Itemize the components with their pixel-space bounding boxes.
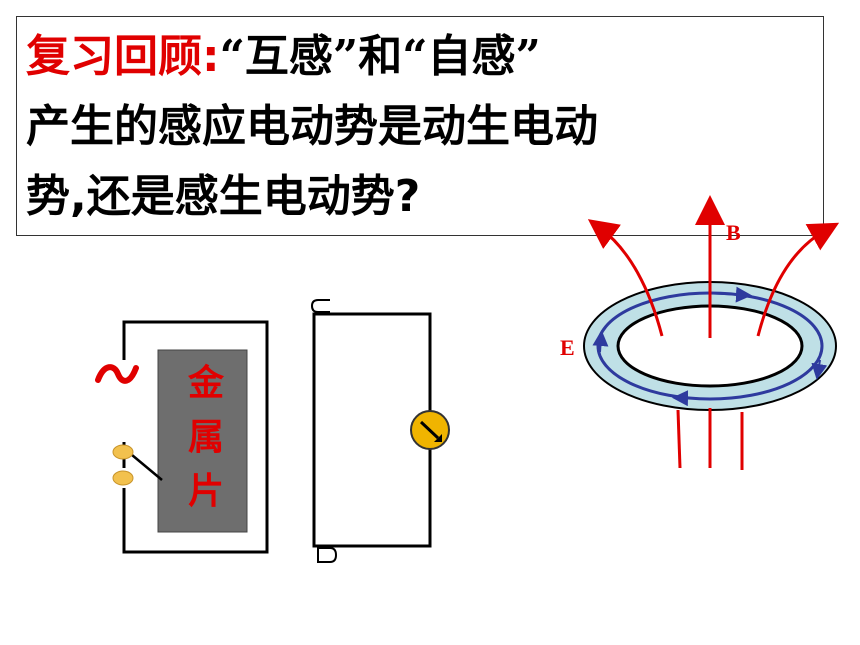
ac-source-icon — [95, 364, 139, 384]
contact-dot-icon — [112, 444, 134, 460]
metal-plate-label-1: 金 — [187, 363, 224, 404]
galvanometer-icon — [410, 410, 450, 450]
b-label: B — [726, 220, 741, 245]
primary-circuit — [95, 320, 269, 554]
metal-plate — [157, 349, 248, 533]
b-field-lines — [587, 195, 840, 470]
ring-assembly — [583, 195, 840, 470]
title-box — [16, 16, 824, 236]
secondary-circuit — [310, 299, 450, 563]
contact-dot-icon — [112, 470, 134, 486]
title-quote: “互感”和“自感” — [219, 31, 541, 82]
title-line2: 产生的感应电动势是动生电动 — [26, 101, 598, 152]
metal-plate-label-3: 片 — [187, 471, 224, 512]
title-lead: 复习回顾: — [26, 31, 220, 82]
title-line3: 势,还是感生电动势? — [26, 171, 421, 222]
e-label: E — [560, 335, 575, 360]
metal-plate-label-2: 属 — [187, 417, 224, 458]
title-text: 复习回顾:“互感”和“自感” 产生的感应电动势是动生电动 势,还是感生电动势? — [26, 22, 816, 232]
